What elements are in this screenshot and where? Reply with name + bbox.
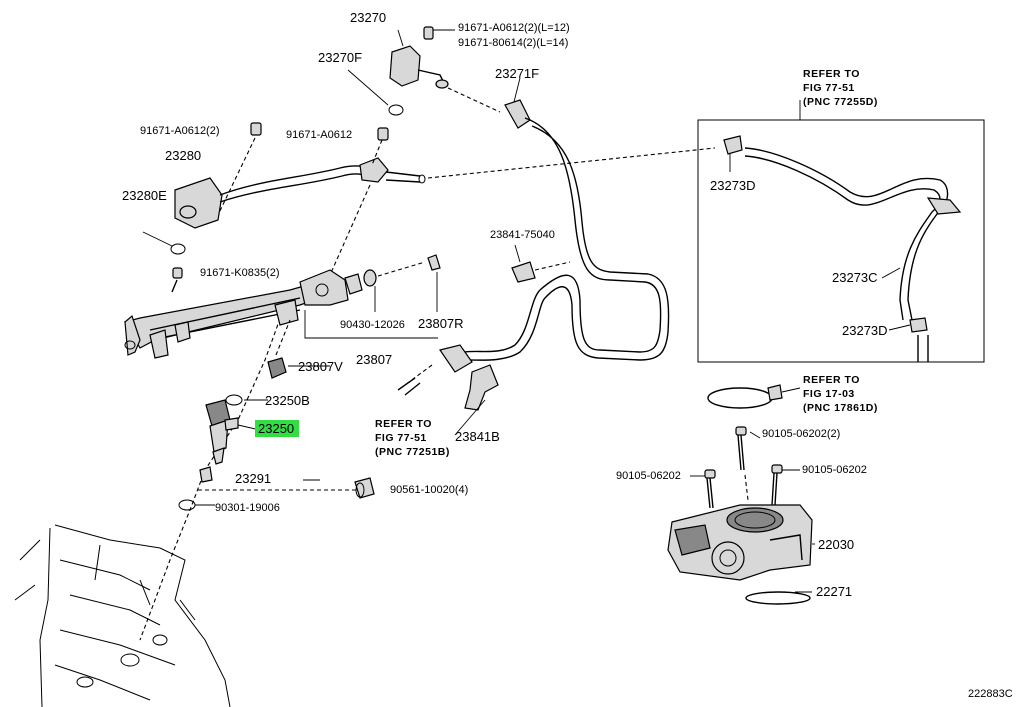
label-23280[interactable]: 23280 xyxy=(165,148,201,163)
svg-text:(PNC 77255D): (PNC 77255D) xyxy=(803,96,878,108)
part-23273c-hose[interactable] xyxy=(723,135,962,362)
part-23807v[interactable] xyxy=(267,357,287,379)
label-90105-06202-2[interactable]: 90105-06202(2) xyxy=(762,428,840,440)
label-22030[interactable]: 22030 xyxy=(818,537,854,552)
svg-text:FIG 17-03: FIG 17-03 xyxy=(803,388,855,400)
ref-fig77-51-box[interactable]: REFER TO FIG 77-51 (PNC 77255D) xyxy=(803,68,878,108)
label-23280e[interactable]: 23280E xyxy=(122,188,167,203)
diagram-id: 222883C xyxy=(968,688,1013,700)
part-23270[interactable] xyxy=(388,26,501,116)
part-23841-75040[interactable] xyxy=(511,261,536,283)
part-23291[interactable] xyxy=(199,466,213,483)
label-22271[interactable]: 22271 xyxy=(816,584,852,599)
engine-block-outline xyxy=(14,524,231,707)
part-90301-19006[interactable] xyxy=(178,499,196,511)
label-23273d-top[interactable]: 23273D xyxy=(710,178,756,193)
svg-text:REFER TO: REFER TO xyxy=(803,68,860,80)
label-91671-a0612-l12[interactable]: 91671-A0612(2)(L=12) xyxy=(458,22,570,34)
part-23271f[interactable] xyxy=(439,99,670,373)
label-23807[interactable]: 23807 xyxy=(356,352,392,367)
ref-fig17-03[interactable]: REFER TO FIG 17-03 (PNC 17861D) xyxy=(803,374,878,414)
label-23273d-bot[interactable]: 23273D xyxy=(842,323,888,338)
part-90561-10020[interactable] xyxy=(354,477,375,499)
part-23250-injector[interactable] xyxy=(205,399,239,465)
label-23807r[interactable]: 23807R xyxy=(418,316,464,331)
label-23271f[interactable]: 23271F xyxy=(495,66,539,81)
label-23270[interactable]: 23270 xyxy=(350,10,386,25)
part-23841b[interactable] xyxy=(464,364,499,411)
label-23273c[interactable]: 23273C xyxy=(832,270,878,285)
label-91671-80614-l14[interactable]: 91671-80614(2)(L=14) xyxy=(458,37,568,49)
label-90105-06202-right[interactable]: 90105-06202 xyxy=(802,464,867,476)
label-23250b[interactable]: 23250B xyxy=(265,393,310,408)
svg-text:(PNC 17861D): (PNC 17861D) xyxy=(803,402,878,414)
label-23841b[interactable]: 23841B xyxy=(455,429,500,444)
label-91671-k0835[interactable]: 91671-K0835(2) xyxy=(200,267,280,279)
svg-text:FIG 77-51: FIG 77-51 xyxy=(375,432,427,444)
label-23291[interactable]: 23291 xyxy=(235,471,271,486)
label-91671-a0612-2[interactable]: 91671-A0612(2) xyxy=(140,125,220,137)
part-17861d-band[interactable] xyxy=(707,384,783,409)
part-23280[interactable] xyxy=(170,122,379,255)
label-23841-75040[interactable]: 23841-75040 xyxy=(490,229,555,241)
label-23807v[interactable]: 23807V xyxy=(298,359,343,374)
svg-text:FIG 77-51: FIG 77-51 xyxy=(803,82,855,94)
label-23250[interactable]: 23250 xyxy=(258,421,294,436)
highlight-23250 xyxy=(255,420,299,437)
part-23250b[interactable] xyxy=(225,394,243,406)
label-23270f[interactable]: 23270F xyxy=(318,50,362,65)
svg-text:REFER TO: REFER TO xyxy=(375,418,432,430)
label-90430-12026[interactable]: 90430-12026 xyxy=(340,319,405,331)
part-22271-gasket[interactable] xyxy=(745,591,811,605)
label-90301-19006[interactable]: 90301-19006 xyxy=(215,502,280,514)
ref-fig77-51-hose[interactable]: REFER TO FIG 77-51 (PNC 77251B) xyxy=(375,418,450,458)
part-22030-throttle-body[interactable] xyxy=(667,504,813,581)
label-91671-a0612[interactable]: 91671-A0612 xyxy=(286,129,352,141)
label-90105-06202-left[interactable]: 90105-06202 xyxy=(616,470,681,482)
svg-text:REFER TO: REFER TO xyxy=(803,374,860,386)
label-90561-10020[interactable]: 90561-10020(4) xyxy=(390,484,468,496)
part-fuel-rail-23807[interactable] xyxy=(124,254,441,359)
part-fuel-line-fitting[interactable] xyxy=(329,127,716,276)
svg-text:(PNC 77251B): (PNC 77251B) xyxy=(375,446,450,458)
refer-box-fig77-51 xyxy=(697,119,985,363)
